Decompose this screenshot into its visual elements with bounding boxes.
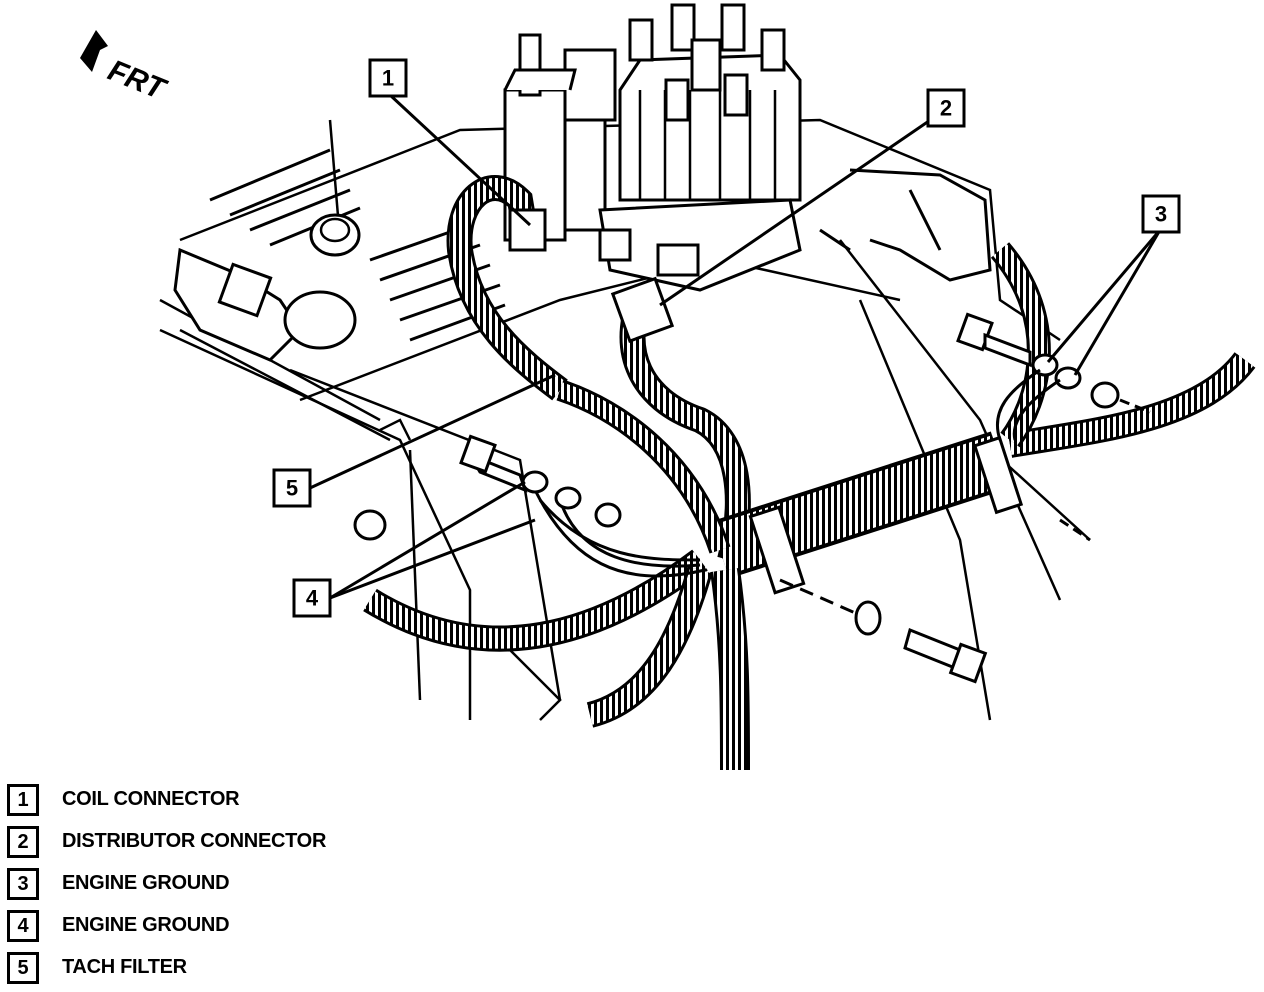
- legend-number: 2: [7, 826, 39, 858]
- legend-number: 5: [7, 952, 39, 984]
- engine-ground-left-bolt: [353, 434, 622, 541]
- intake-plenum: [819, 168, 992, 282]
- legend-label: DISTRIBUTOR CONNECTOR: [62, 830, 327, 852]
- engine-block: [159, 118, 1091, 721]
- engine-ground-right-bolt: [956, 312, 1120, 441]
- legend-number: 4: [7, 910, 39, 942]
- engine-ground-left-wires: [533, 489, 706, 578]
- callout-1: 1: [368, 58, 532, 227]
- svg-text:4: 4: [306, 586, 319, 611]
- legend-label: ENGINE GROUND: [62, 914, 230, 936]
- legend-number: 3: [7, 868, 39, 900]
- legend-number: 1: [7, 784, 39, 816]
- legend: 1 COIL CONNECTOR 2 DISTRIBUTOR CONNECTOR…: [5, 782, 605, 992]
- oil-filler-cap: [309, 213, 361, 257]
- pcv-valve: [173, 247, 357, 362]
- legend-label: COIL CONNECTOR: [62, 788, 240, 810]
- coil-connector: [508, 208, 547, 252]
- distributor-cap: [598, 3, 802, 292]
- legend-item: 1 COIL CONNECTOR: [5, 782, 605, 824]
- legend-item: 3 ENGINE GROUND: [5, 866, 605, 908]
- svg-text:3: 3: [1155, 202, 1167, 227]
- callout-2: 2: [659, 88, 966, 307]
- svg-text:5: 5: [286, 476, 298, 501]
- engine-wiring-diagram: FRT: [80, 3, 1256, 771]
- harness-clamp-bolt: [779, 398, 1151, 684]
- front-direction-indicator: FRT: [80, 30, 172, 107]
- front-direction-label: FRT: [103, 54, 171, 107]
- legend-item: 4 ENGINE GROUND: [5, 908, 605, 950]
- legend-label: ENGINE GROUND: [62, 872, 230, 894]
- legend-label: TACH FILTER: [62, 956, 187, 978]
- legend-item: 2 DISTRIBUTOR CONNECTOR: [5, 824, 605, 866]
- callout-4: 4: [292, 480, 536, 618]
- front-arrow-icon: [80, 30, 108, 72]
- svg-text:2: 2: [940, 96, 952, 121]
- callout-5: 5: [272, 373, 556, 508]
- callout-3: 3: [1046, 194, 1181, 376]
- harness-clamp: [748, 435, 1024, 595]
- svg-text:1: 1: [382, 66, 394, 91]
- legend-item: 5 TACH FILTER: [5, 950, 605, 992]
